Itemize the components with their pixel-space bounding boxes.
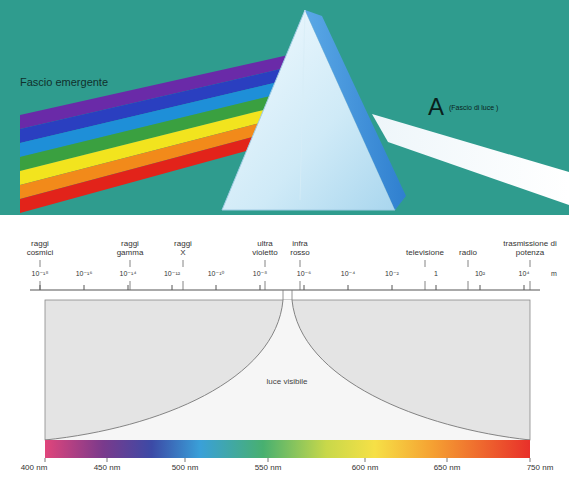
region-label: luce visibile <box>265 378 309 387</box>
scale-number: 1 <box>421 270 451 278</box>
leader-lines <box>40 260 530 290</box>
visible-funnel <box>45 300 530 440</box>
category-label: raggi gamma <box>112 240 148 258</box>
axis-ticks <box>40 285 524 290</box>
scale-number: 10⁻⁸ <box>245 270 275 278</box>
wavelength-label: 600 nm <box>343 464 387 473</box>
scale-number: 10² <box>465 270 495 278</box>
category-label: raggi cosmici <box>18 240 62 258</box>
beam-letter: A <box>428 94 450 120</box>
spectrum-band <box>20 137 254 213</box>
beam-label: (Fascio di luce ) <box>449 104 529 112</box>
prism-front <box>222 10 395 210</box>
beam-label: Fascio emergente <box>20 76 130 88</box>
scale-number: 10⁻¹⁴ <box>113 270 143 278</box>
wavelength-label: 650 nm <box>425 464 469 473</box>
color-bar <box>45 440 530 458</box>
category-label: ultra violetto <box>247 240 283 258</box>
background-panel <box>0 0 569 215</box>
light-beam <box>372 114 569 205</box>
scale-number: 10⁻⁶ <box>289 270 319 278</box>
prism-side <box>305 10 406 210</box>
spectrum-band <box>20 123 260 199</box>
wavelength-label: 550 nm <box>246 464 290 473</box>
spectrum-box <box>45 300 530 440</box>
nm-ticks <box>45 458 530 462</box>
category-label: raggi X <box>171 240 195 258</box>
scale-number: 10⁻¹⁸ <box>25 270 55 278</box>
wavelength-label: 400 nm <box>12 464 56 473</box>
scale-number: 10⁻¹⁶ <box>69 270 99 278</box>
scale-number: 10⁻¹² <box>157 270 187 278</box>
scale-number: 10⁻¹⁰ <box>201 270 231 278</box>
wavelength-label: 750 nm <box>518 464 562 473</box>
scale-number: 10⁻⁴ <box>333 270 363 278</box>
scale-number: 10⁻² <box>377 270 407 278</box>
wavelength-label: 500 nm <box>163 464 207 473</box>
category-label: infra rosso <box>285 240 315 258</box>
category-label: trasmissione di potenza <box>502 240 558 258</box>
category-label: radio <box>456 249 480 258</box>
axis <box>30 290 540 291</box>
category-label: televisione <box>402 249 448 258</box>
scale-number: 10⁴ <box>509 270 539 278</box>
wavelength-label: 450 nm <box>85 464 129 473</box>
unit-label: m <box>547 270 561 278</box>
